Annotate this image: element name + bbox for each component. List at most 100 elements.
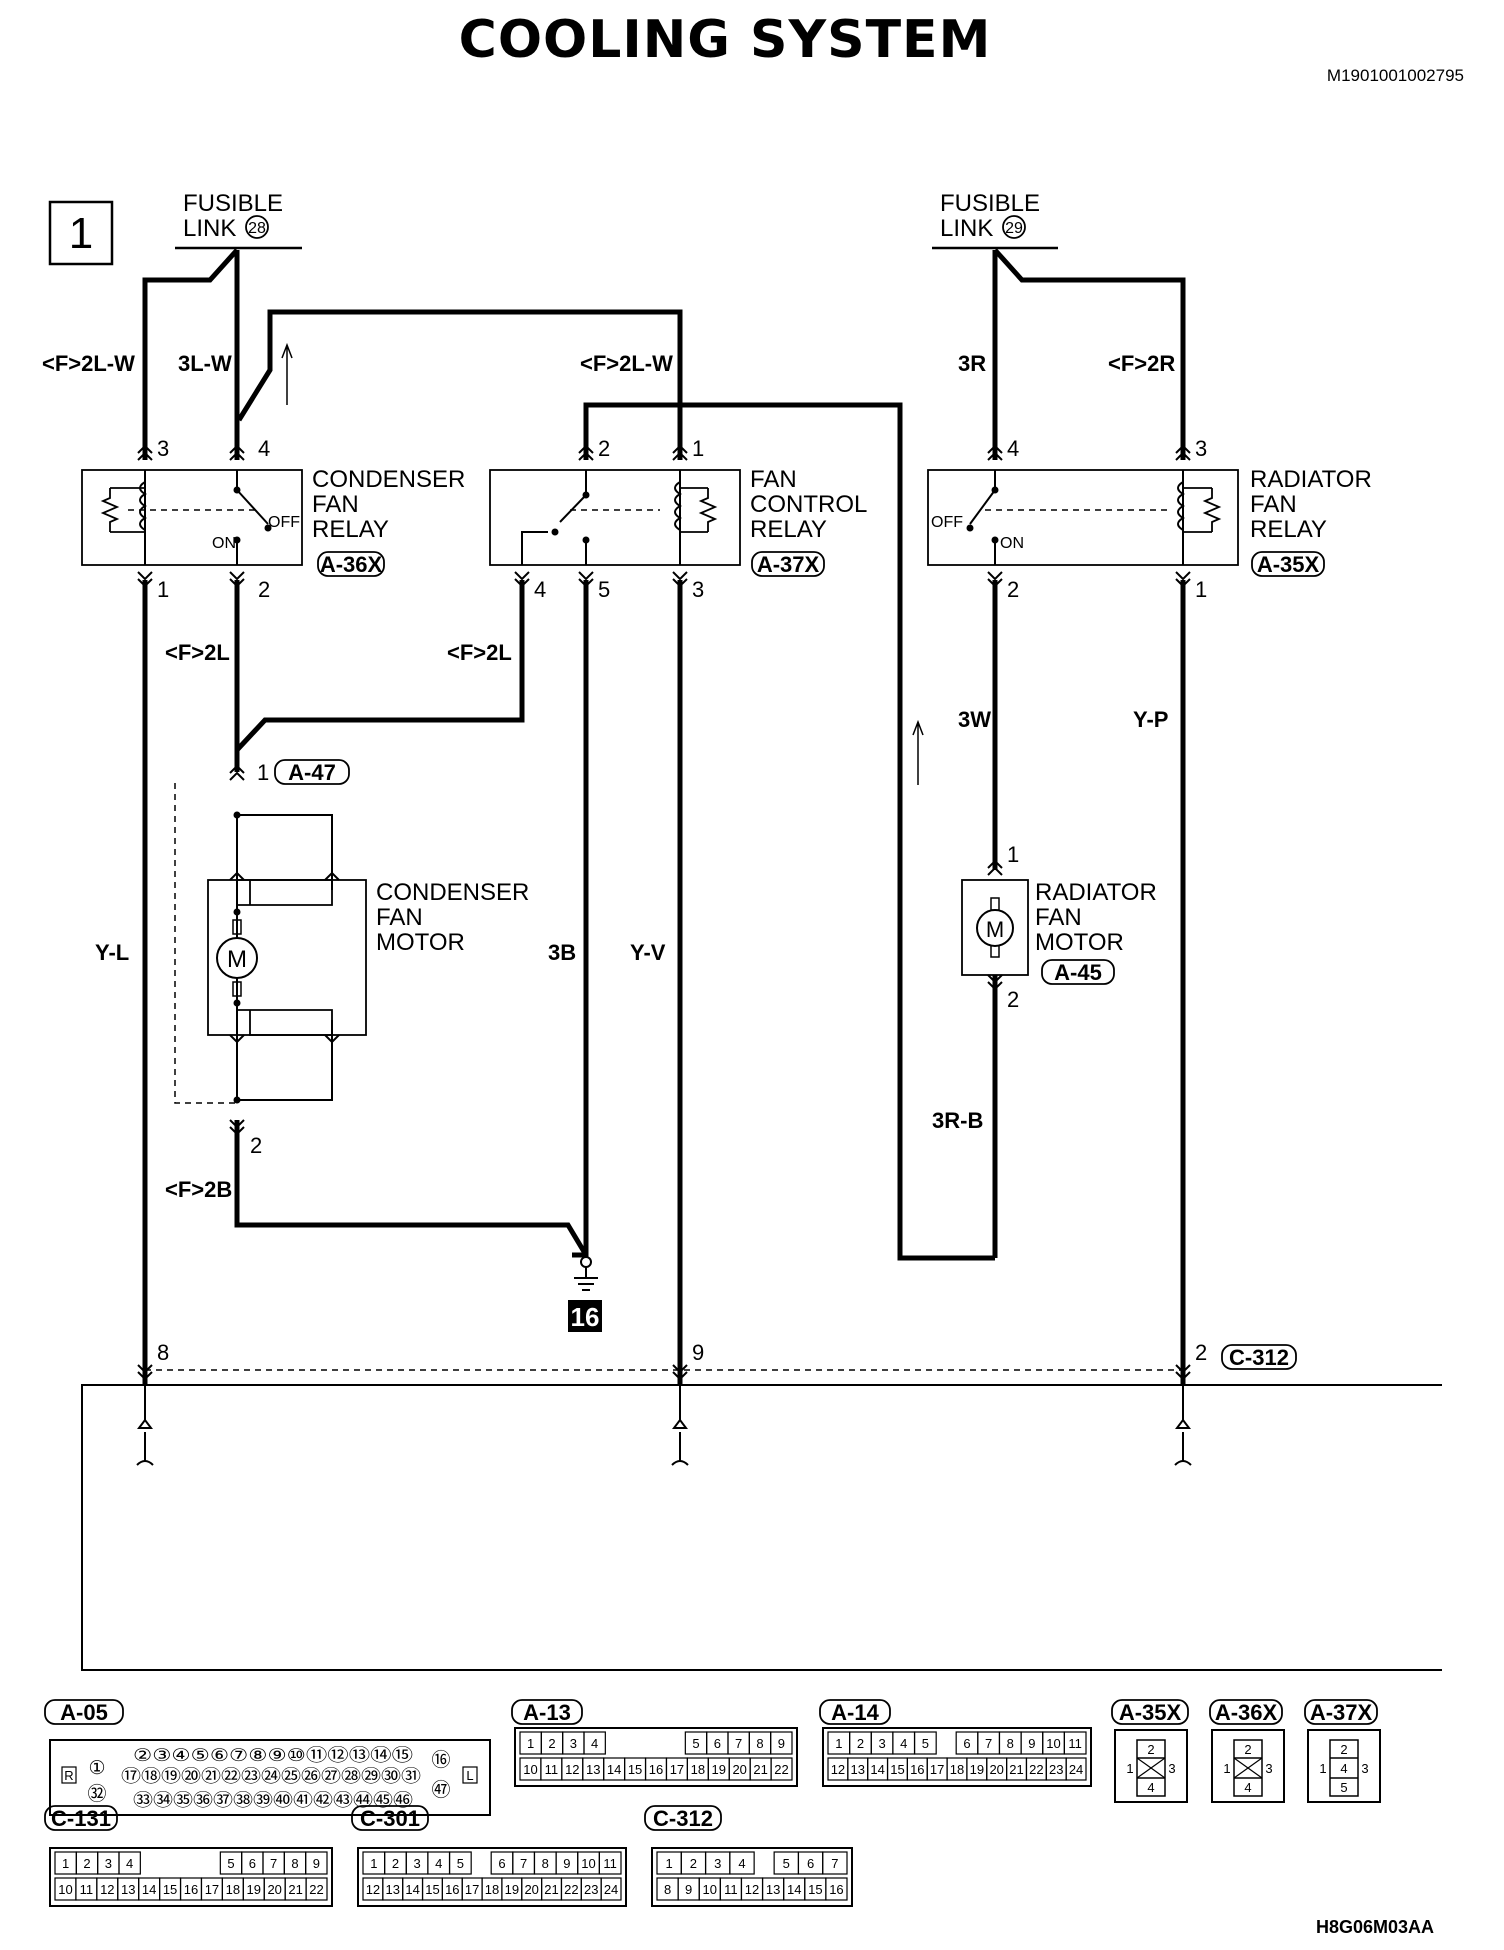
connector-pin-label: 9 [685, 1882, 692, 1897]
svg-text:FAN: FAN [376, 904, 423, 931]
svg-text:RADIATOR: RADIATOR [1035, 879, 1157, 906]
radiator-fan-relay: OFF ON RADIATOR FAN RELAY A-35X [927, 445, 1372, 587]
svg-text:L: L [466, 1768, 473, 1783]
pin-numbers: 3 4 1 2 2 1 4 5 3 4 3 2 1 1 2 1 2 8 9 2 [157, 436, 1207, 1365]
svg-text:FAN: FAN [1035, 904, 1082, 931]
svg-text:FUSIBLE: FUSIBLE [940, 190, 1040, 217]
connector-pin-label: 21 [544, 1882, 558, 1897]
svg-text:2: 2 [1195, 1340, 1207, 1365]
svg-text:M: M [227, 946, 247, 973]
connector-cavity [729, 1851, 755, 1875]
connector-pin-label: 9 [563, 1856, 570, 1871]
connector-view-a37x: A-37X 2 1 4 3 5 [1304, 1699, 1381, 1803]
connector-c312-row: C-312 [137, 1344, 1297, 1380]
svg-text:1: 1 [1195, 577, 1207, 602]
connector-pin-label: 11 [603, 1856, 617, 1871]
svg-text:OFF: OFF [931, 514, 963, 531]
connector-view-a36x: A-36X 2 1 3 4 [1209, 1699, 1285, 1803]
connector-pin-label: 2 [857, 1736, 864, 1751]
connector-pin-label: 11 [80, 1882, 94, 1897]
svg-text:OFF: OFF [268, 514, 300, 531]
svg-text:ON: ON [1000, 535, 1024, 552]
connector-pin-label: 20 [732, 1762, 746, 1777]
page-number-box: 1 [48, 200, 114, 266]
ground-16: 16 [568, 1256, 602, 1332]
connector-cavity [1063, 1731, 1087, 1755]
svg-text:RELAY: RELAY [1250, 516, 1327, 543]
connector-pin-label: 23 [1049, 1762, 1063, 1777]
page-number: 1 [69, 209, 93, 258]
svg-text:⑰⑱⑲⑳㉑㉒㉓㉔㉕㉖㉗㉘㉙㉚㉛: ⑰⑱⑲⑳㉑㉒㉓㉔㉕㉖㉗㉘㉙㉚㉛ [121, 1767, 421, 1787]
connector-pin-label: 3 [413, 1856, 420, 1871]
svg-text:3R-B: 3R-B [932, 1108, 983, 1133]
svg-text:CONTROL: CONTROL [750, 491, 867, 518]
connector-cavity [448, 1851, 472, 1875]
svg-text:MOTOR: MOTOR [376, 929, 465, 956]
connector-pin-label: 10 [581, 1856, 595, 1871]
svg-text:FAN: FAN [750, 466, 797, 493]
svg-text:A-05: A-05 [60, 1700, 108, 1725]
svg-text:2: 2 [1007, 577, 1019, 602]
svg-text:C-131: C-131 [51, 1806, 111, 1831]
svg-text:1: 1 [692, 436, 704, 461]
connector-pin-label: 20 [524, 1882, 538, 1897]
figure-id: H8G06M03AA [1315, 1917, 1434, 1937]
svg-text:RELAY: RELAY [312, 516, 389, 543]
svg-text:3: 3 [1265, 1761, 1272, 1776]
svg-text:FAN: FAN [312, 491, 359, 518]
connector-pin-label: 22 [564, 1882, 578, 1897]
svg-text:4: 4 [1147, 1780, 1154, 1795]
connector-pin-label: 1 [62, 1856, 69, 1871]
svg-text:C-312: C-312 [653, 1806, 713, 1831]
svg-text:2: 2 [1340, 1742, 1347, 1757]
svg-text:29: 29 [1005, 220, 1023, 237]
svg-text:A-37X: A-37X [1310, 1700, 1373, 1725]
svg-text:M: M [986, 917, 1004, 942]
connector-cavity [305, 1851, 328, 1875]
svg-text:3L-W: 3L-W [178, 351, 232, 376]
connector-pin-label: 18 [950, 1762, 964, 1777]
connector-pin-label: 13 [386, 1882, 400, 1897]
connector-pin-label: 22 [1029, 1762, 1043, 1777]
connector-view-a35x: A-35X 2 1 3 4 [1111, 1699, 1189, 1803]
svg-text:A-13: A-13 [523, 1700, 571, 1725]
connector-pin-label: 7 [270, 1856, 277, 1871]
svg-text:5: 5 [1340, 1780, 1347, 1795]
connector-pin-label: 8 [1007, 1736, 1014, 1751]
svg-text:㉜: ㉜ [87, 1783, 106, 1805]
connector-pin-label: 3 [105, 1856, 112, 1871]
svg-text:A-47: A-47 [288, 760, 336, 785]
connector-pin-label: 8 [756, 1736, 763, 1751]
svg-text:A-36X: A-36X [320, 552, 383, 577]
svg-text:4: 4 [534, 577, 546, 602]
svg-text:2: 2 [1007, 987, 1019, 1012]
svg-text:3: 3 [1168, 1761, 1175, 1776]
svg-text:3R: 3R [958, 351, 986, 376]
svg-text:3: 3 [157, 436, 169, 461]
svg-text:3: 3 [1361, 1761, 1368, 1776]
connector-pin-label: 22 [309, 1882, 323, 1897]
connector-pin-label: 3 [878, 1736, 885, 1751]
connector-pin-label: 12 [366, 1882, 380, 1897]
svg-text:FUSIBLE: FUSIBLE [183, 190, 283, 217]
connector-cavity [118, 1851, 141, 1875]
connector-pin-label: 6 [714, 1736, 721, 1751]
connector-pin-label: 16 [184, 1882, 198, 1897]
connector-pin-label: 4 [900, 1736, 907, 1751]
connector-pin-label: 16 [445, 1882, 459, 1897]
connector-pin-label: 11 [1068, 1736, 1082, 1751]
svg-text:②③④⑤⑥⑦⑧⑨⑩⑪⑫⑬⑭⑮: ②③④⑤⑥⑦⑧⑨⑩⑪⑫⑬⑭⑮ [133, 1746, 413, 1766]
connector-cavity [1065, 1757, 1087, 1781]
connector-pin-label: 21 [753, 1762, 767, 1777]
connector-pin-label: 2 [83, 1856, 90, 1871]
svg-text:9: 9 [692, 1340, 704, 1365]
connector-pin-label: 10 [58, 1882, 72, 1897]
connector-pin-label: 5 [227, 1856, 234, 1871]
connector-pin-label: 15 [890, 1762, 904, 1777]
svg-text:Y-V: Y-V [630, 940, 666, 965]
fan-control-relay: FAN CONTROL RELAY A-37X [489, 445, 867, 587]
svg-text:2: 2 [258, 577, 270, 602]
lower-frame [81, 1384, 1442, 1671]
